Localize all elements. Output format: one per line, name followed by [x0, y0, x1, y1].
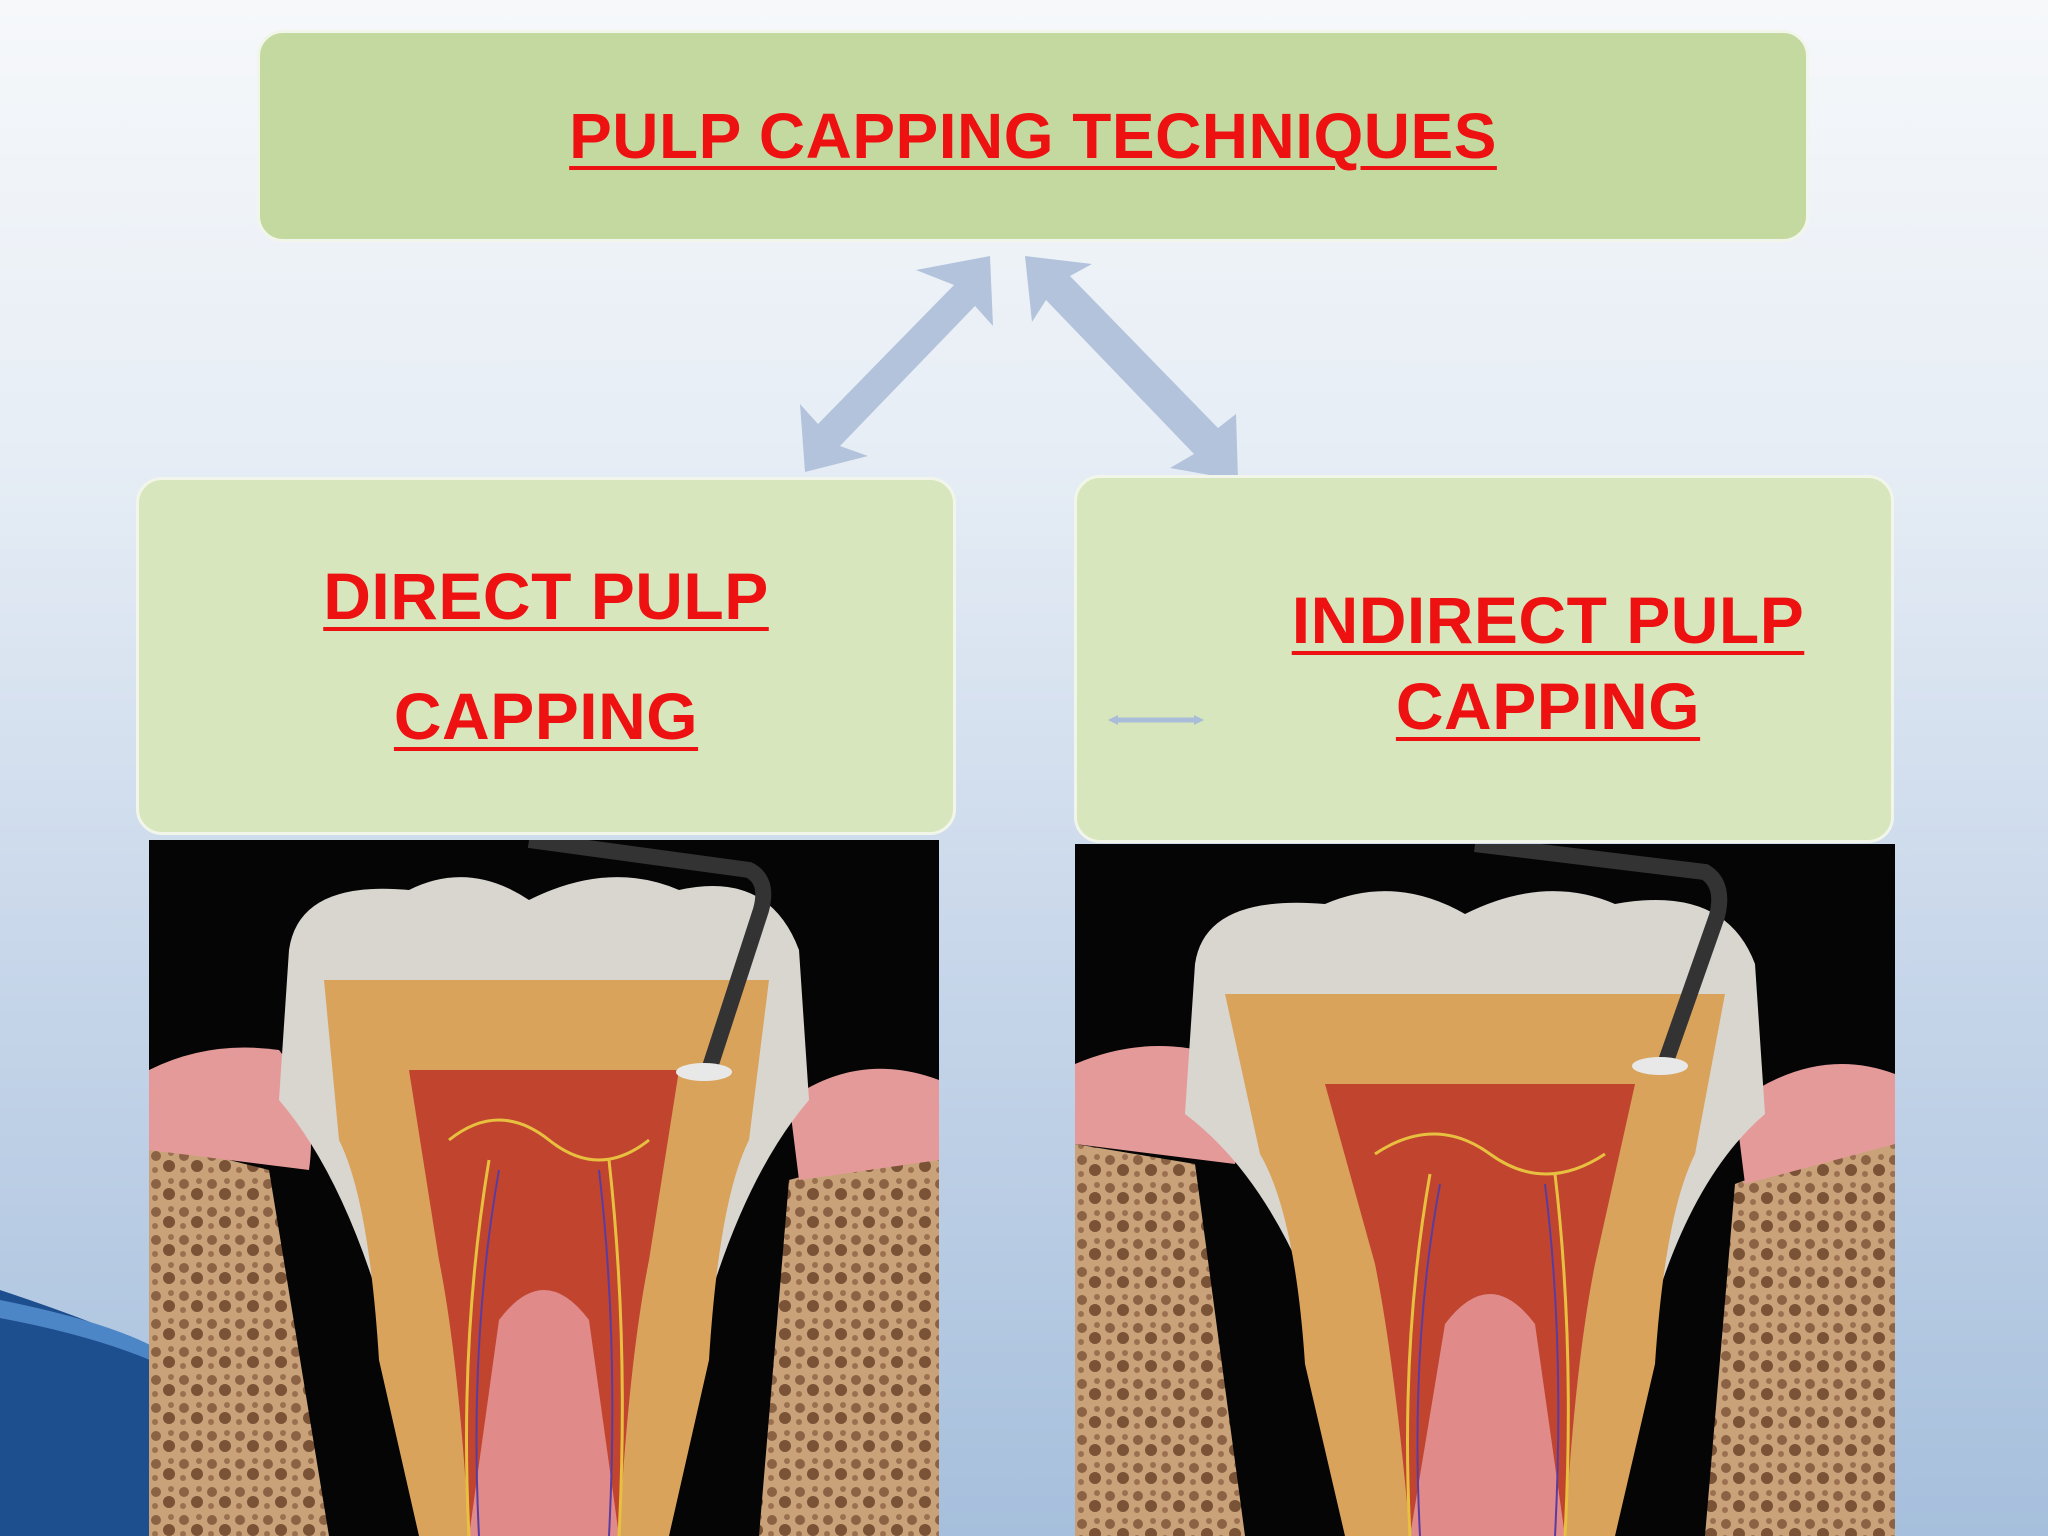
- tooth-cross-section-icon: [1075, 844, 1895, 1536]
- left-double-arrow-icon: [800, 256, 993, 472]
- indirect-pulp-capping-line2: CAPPING: [1395, 669, 1701, 743]
- title-box: PULP CAPPING TECHNIQUES: [257, 30, 1809, 242]
- direct-pulp-capping-line2: CAPPING: [393, 679, 699, 753]
- indirect-pulp-capping-heading: INDIRECT PULP CAPPING: [1292, 577, 1805, 749]
- tooth-cross-section-icon: [149, 840, 939, 1536]
- direct-pulp-capping-box: DIRECT PULP CAPPING: [136, 477, 956, 835]
- indirect-pulp-capping-line1: INDIRECT PULP: [1291, 583, 1805, 657]
- indirect-pulp-capping-image: [1075, 844, 1895, 1536]
- page-title: PULP CAPPING TECHNIQUES: [569, 100, 1497, 172]
- small-double-arrow-icon: [1108, 715, 1204, 725]
- direct-pulp-capping-line1: DIRECT PULP: [323, 559, 769, 633]
- right-double-arrow-icon: [1025, 256, 1238, 480]
- direct-pulp-capping-image: [149, 840, 939, 1536]
- indirect-pulp-capping-box: INDIRECT PULP CAPPING: [1074, 475, 1894, 843]
